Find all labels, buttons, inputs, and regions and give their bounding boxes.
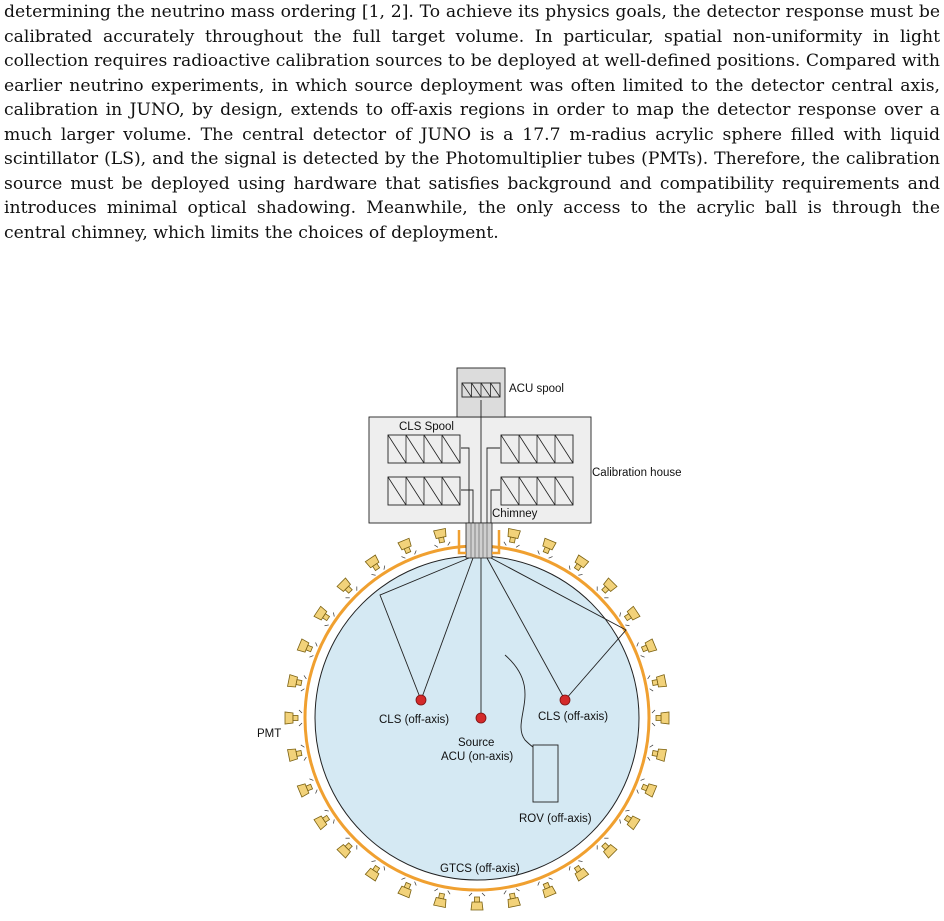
pmt-icon bbox=[568, 554, 590, 576]
pmt-icon bbox=[596, 837, 618, 859]
cls-spool-top-left bbox=[387, 434, 461, 464]
calibration-house-label: Calibration house bbox=[592, 467, 682, 479]
pmt-icon bbox=[287, 674, 307, 692]
pmt-icon bbox=[397, 537, 417, 559]
pmt-icon bbox=[397, 877, 417, 899]
cls-spool-bottom-left bbox=[387, 476, 461, 506]
pmt-icon bbox=[296, 638, 318, 658]
pmt-icon bbox=[647, 744, 667, 762]
rov-label: ROV (off-axis) bbox=[519, 813, 592, 825]
pmt-icon bbox=[287, 744, 307, 762]
pmt-icon bbox=[636, 778, 658, 798]
pmt-icon bbox=[647, 674, 667, 692]
chimney-label: Chimney bbox=[492, 508, 538, 520]
pmt-icon bbox=[537, 877, 557, 899]
pmt-label: PMT bbox=[257, 728, 281, 740]
pmt-icon bbox=[596, 577, 618, 599]
chimney-lines bbox=[470, 523, 488, 558]
acu-source bbox=[475, 712, 487, 724]
chimney-bracket bbox=[457, 530, 501, 555]
source-label: Source bbox=[458, 737, 494, 749]
pmt-icon bbox=[296, 778, 318, 798]
cls-spool-bottom-right bbox=[500, 476, 574, 506]
pmt-icon bbox=[468, 892, 486, 911]
pmt-icon bbox=[336, 837, 358, 859]
pmt-icon bbox=[619, 605, 641, 627]
pmt-icon bbox=[433, 888, 451, 908]
rov-box bbox=[532, 744, 559, 803]
pmt-icon bbox=[433, 528, 451, 548]
cls-spool-top-right bbox=[500, 434, 574, 464]
body-paragraph: determining the neutrino mass ordering [… bbox=[4, 2, 940, 243]
acu-spool-coil bbox=[461, 382, 501, 398]
pmt-icon bbox=[568, 860, 590, 882]
cls-left-source bbox=[415, 694, 427, 706]
pmt-icon bbox=[636, 638, 658, 658]
pmt-icon bbox=[503, 528, 521, 548]
pmt-icon bbox=[313, 809, 335, 831]
cls-left-label: CLS (off-axis) bbox=[379, 714, 449, 726]
pmt-icon bbox=[364, 554, 386, 576]
cls-spool-label: CLS Spool bbox=[399, 421, 454, 433]
acu-label: ACU (on-axis) bbox=[441, 751, 513, 763]
pmt-icon bbox=[336, 577, 358, 599]
pmt-icon bbox=[651, 709, 670, 727]
acu-spool-label: ACU spool bbox=[509, 383, 564, 395]
pmt-icon bbox=[537, 537, 557, 559]
pmt-icon bbox=[313, 605, 335, 627]
juno-calibration-figure: ACU spool CLS Spool Calibration house Ch… bbox=[257, 367, 682, 911]
pmt-icon bbox=[364, 860, 386, 882]
pmt-icon bbox=[284, 709, 303, 727]
gtcs-label: GTCS (off-axis) bbox=[440, 863, 520, 875]
pmt-icon bbox=[503, 888, 521, 908]
cls-right-label: CLS (off-axis) bbox=[538, 711, 608, 723]
pmt-icon bbox=[619, 809, 641, 831]
cls-right-source bbox=[559, 694, 571, 706]
pmt-array bbox=[284, 528, 670, 911]
